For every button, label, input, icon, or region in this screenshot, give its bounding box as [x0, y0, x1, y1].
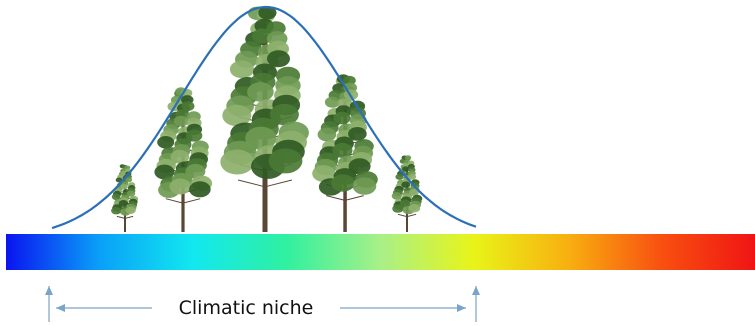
tree-foliage: [186, 129, 203, 142]
tree-branch: [326, 195, 346, 201]
tree-foliage: [408, 204, 421, 213]
tree-small-right: [391, 155, 423, 232]
tree-foliage: [348, 158, 371, 175]
tree-foliage: [268, 148, 303, 174]
tree-large-center: [220, 6, 309, 232]
tree-foliage: [332, 142, 353, 158]
tree-foliage: [402, 166, 410, 172]
tree-foliage: [222, 104, 252, 127]
climate-gradient-bar: [6, 234, 755, 270]
tree-branch: [124, 215, 134, 219]
tree-foliage: [111, 193, 121, 200]
tree-foliage: [118, 200, 129, 207]
tree-foliage: [324, 96, 341, 108]
tree-foliage: [126, 190, 136, 197]
tree-foliage: [409, 188, 419, 196]
tree-foliage: [173, 115, 189, 127]
tree-branch: [264, 179, 293, 188]
tree-foliage: [247, 82, 274, 102]
tree-branch: [237, 179, 266, 188]
climatic-niche-label: Climatic niche: [179, 297, 314, 319]
tree-foliage: [395, 173, 404, 180]
tree-foliage: [169, 178, 191, 195]
tree-foliage: [348, 126, 367, 141]
tree-foliage: [331, 174, 355, 192]
tree-foliage: [120, 184, 128, 190]
tree-foliage: [125, 206, 136, 214]
tree-foliage: [392, 204, 404, 213]
niche-curve: [51, 5, 477, 230]
tree-foliage: [245, 126, 277, 150]
tree-foliage: [258, 6, 277, 20]
tree-foliage: [401, 181, 411, 188]
tree-branch: [406, 213, 417, 218]
tree-foliage: [170, 149, 190, 164]
tree-foliage: [157, 136, 175, 149]
tree-foliage: [220, 149, 255, 175]
tree-foliage: [333, 111, 351, 125]
tree-foliage: [317, 127, 337, 142]
tree-small-left: [111, 164, 139, 232]
tree-foliage: [399, 199, 411, 208]
tree-foliage: [267, 50, 290, 68]
tree-foliage: [229, 60, 255, 79]
tree-branch: [182, 198, 201, 204]
tree-group: [111, 6, 423, 233]
tree-foliage: [185, 163, 206, 179]
tree-foliage: [343, 75, 356, 86]
tree-branch: [165, 198, 184, 204]
tree-foliage: [407, 173, 417, 180]
tree-foliage: [125, 177, 133, 183]
tree-foliage: [111, 207, 122, 215]
tree-foliage: [154, 164, 175, 180]
tree-foliage: [181, 101, 195, 111]
tree-branch: [344, 195, 364, 201]
tree-foliage: [352, 177, 377, 195]
tree-foliage: [405, 155, 412, 160]
tree-medium-left: [154, 87, 213, 233]
tree-medium-right: [312, 74, 378, 232]
tree-foliage: [391, 192, 402, 200]
tree-foliage: [312, 165, 335, 182]
tree-foliage: [269, 103, 299, 126]
tree-branch: [116, 215, 126, 219]
tree-branch: [397, 213, 408, 218]
tree-foliage: [189, 181, 211, 198]
